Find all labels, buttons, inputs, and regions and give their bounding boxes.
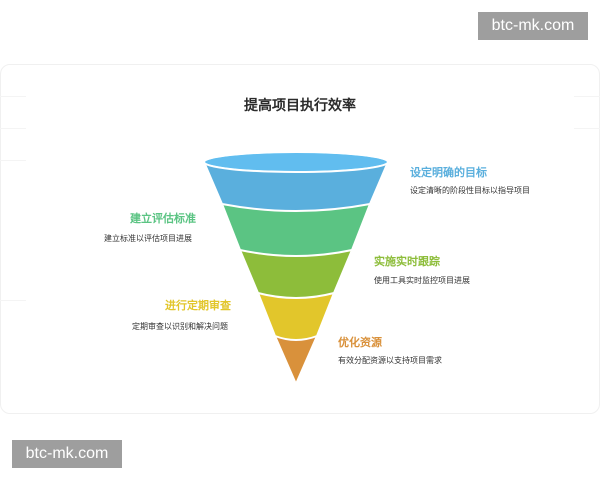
- diagram-title: 提高项目执行效率: [244, 98, 356, 114]
- divider: [0, 96, 26, 97]
- divider: [0, 160, 26, 161]
- stage-description-3: 使用工具实时监控项目进展: [374, 276, 470, 285]
- divider: [574, 96, 600, 97]
- funnel-stage-1: [202, 161, 390, 212]
- stage-label-3: 实施实时跟踪: [374, 255, 440, 268]
- stage-label-5: 优化资源: [338, 336, 382, 349]
- divider: [0, 128, 26, 129]
- stage-description-5: 有效分配资源以支持项目需求: [338, 356, 442, 365]
- stage-label-2: 建立评估标准: [130, 212, 196, 225]
- stage-label-1: 设定明确的目标: [410, 166, 487, 179]
- stage-description-2: 建立标准以评估项目进展: [104, 234, 192, 243]
- divider: [0, 300, 26, 301]
- stage-label-4: 进行定期审查: [165, 299, 231, 312]
- divider: [574, 128, 600, 129]
- stage-description-4: 定期审查以识别和解决问题: [132, 322, 228, 331]
- stage-description-1: 设定清晰的阶段性目标以指导项目: [410, 186, 530, 195]
- watermark-bottom: btc-mk.com: [12, 440, 122, 468]
- funnel-top-rim: [203, 151, 389, 173]
- watermark-top: btc-mk.com: [478, 12, 588, 40]
